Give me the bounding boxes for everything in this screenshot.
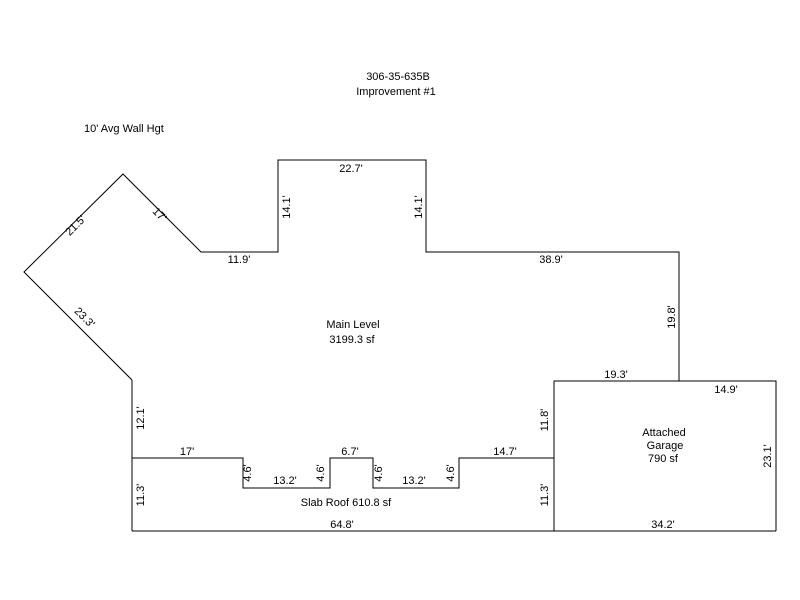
dim-64-8: 64.8' [330,519,354,531]
dim-21-5: 21.5' [63,213,88,238]
dim-17-horiz: 17' [180,446,194,458]
dim-4-6-c: 4.6' [373,464,385,481]
dim-6-7: 6.7' [341,446,358,458]
dim-12-1: 12.1' [135,406,147,430]
garage-outline [553,380,777,531]
dim-11-9: 11.9' [228,254,251,266]
dim-4-6-b: 4.6' [315,464,327,481]
garage-name-line1: Attached [642,427,685,439]
dim-11-3-right: 11.3' [539,484,551,507]
dim-13-2-a: 13.2' [273,475,297,487]
main-level-size: 3199.3 sf [329,334,375,346]
improvement-title: Improvement #1 [356,86,435,98]
main-level-name: Main Level [326,319,379,331]
dim-19-3: 19.3' [604,369,628,381]
main-level-outline [23,159,680,381]
dim-23-1: 23.1' [762,444,774,468]
garage-name-line2: Garage [647,440,684,452]
dim-34-2: 34.2' [651,519,675,531]
dim-4-6-a: 4.6' [242,464,254,481]
slab-roof-label: Slab Roof 610.8 sf [301,497,392,509]
slab-roof-top-edge [132,457,554,489]
dim-4-6-d: 4.6' [445,464,457,481]
dim-14-9: 14.9' [714,384,738,396]
dim-22-7: 22.7' [339,163,363,175]
wall-height-note: 10' Avg Wall Hgt [84,123,164,135]
dim-11-3-left: 11.3' [135,484,147,507]
dim-11-8: 11.8' [539,409,551,432]
dim-14-1-left: 14.1' [281,195,293,219]
parcel-number: 306-35-635B [366,71,430,83]
dim-23-3: 23.3' [72,305,97,330]
dim-19-8: 19.8' [666,305,678,329]
dim-13-2-b: 13.2' [402,475,426,487]
garage-size: 790 sf [648,453,679,465]
dim-17-diag: 17' [150,206,169,225]
dim-14-1-right: 14.1' [413,195,425,219]
dim-38-9: 38.9' [539,254,563,266]
dim-14-7: 14.7' [493,446,517,458]
